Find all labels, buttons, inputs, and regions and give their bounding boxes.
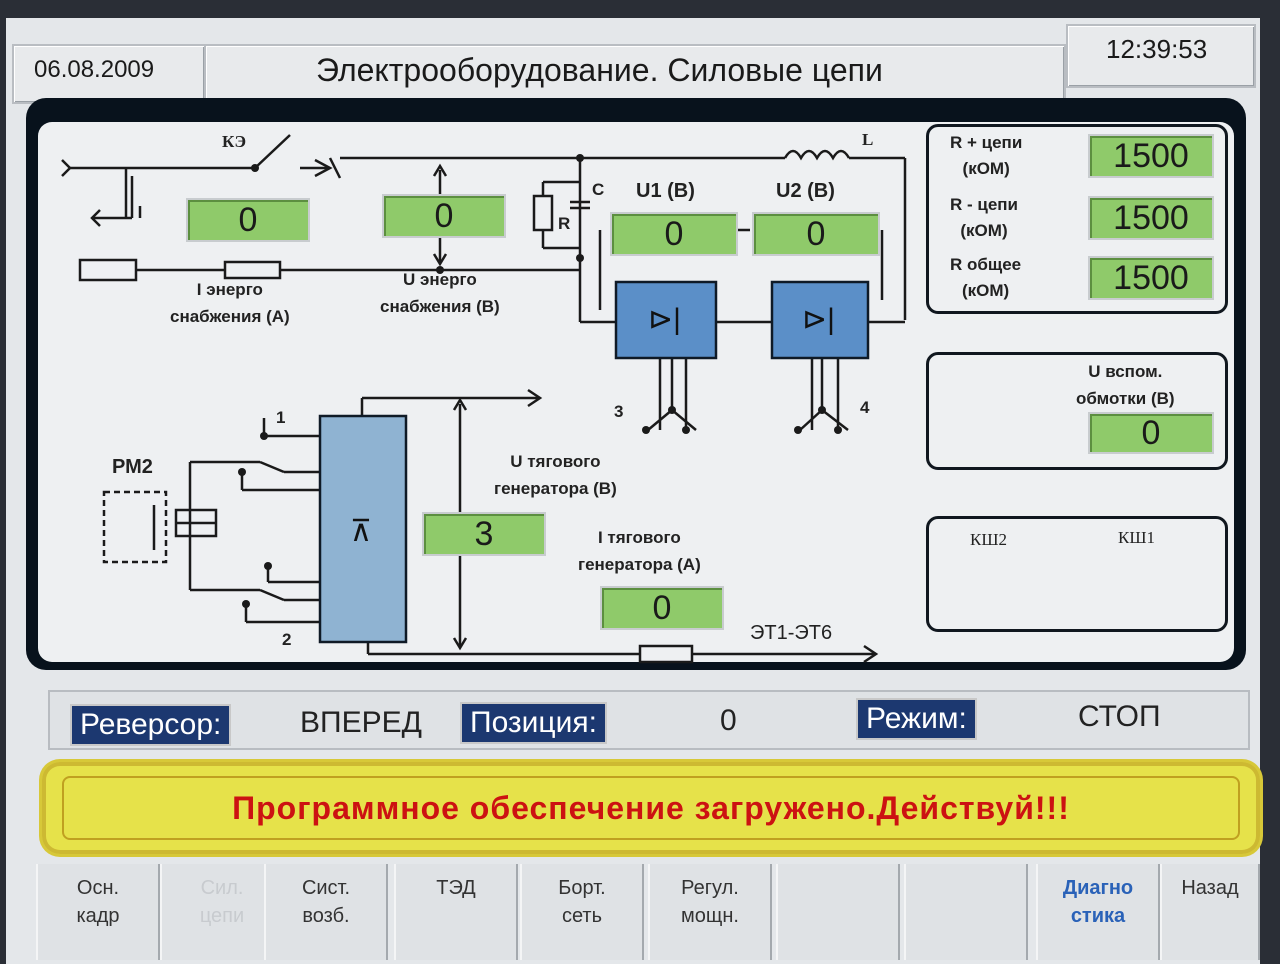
message-text: Программное обеспечение загружено.Действ… — [62, 776, 1240, 840]
nav-empty-1[interactable] — [776, 864, 900, 960]
status-bar — [48, 690, 1250, 750]
u-traction-label: U тягового генератора (В) — [494, 452, 617, 498]
r-total-value: 1500 — [1088, 256, 1214, 300]
i-supply-label: I энерго снабжения (А) — [170, 280, 290, 326]
rm2-label: РМ2 — [112, 456, 153, 478]
inductor-label: L — [862, 130, 874, 149]
ke-label: КЭ — [222, 132, 247, 151]
u-supply-label: U энерго снабжения (В) — [380, 270, 500, 316]
capacitor-label: C — [592, 180, 605, 199]
time-display: 12:39:53 — [1106, 34, 1208, 64]
u-traction-value: 3 — [422, 512, 546, 556]
page-title: Электрооборудование. Силовые цепи — [316, 52, 883, 88]
diode-icon: ⊳| — [802, 303, 835, 336]
u1-value: 0 — [610, 212, 738, 256]
r-minus-value: 1500 — [1088, 196, 1214, 240]
ksh2-label: КШ2 — [970, 530, 1007, 549]
u2-label: U2 (В) — [776, 180, 835, 202]
date-box — [12, 44, 206, 104]
position-value: 0 — [720, 704, 737, 737]
u1-label: U1 (В) — [636, 180, 695, 202]
r-total-label: R общее (кОМ) — [950, 255, 1022, 300]
reverser-label: Реверсор: — [70, 704, 232, 746]
nav-empty-2[interactable] — [904, 864, 1028, 960]
nav-main-frame[interactable]: Осн. кадр — [36, 864, 160, 960]
i-supply-value: 0 — [186, 198, 310, 242]
time-box — [1066, 24, 1256, 88]
diode-icon: ⊳| — [648, 303, 681, 336]
nav-power-regulation[interactable]: Регул. мощн. — [648, 864, 772, 960]
nav-power-circuits[interactable]: Сил. цепи — [160, 864, 284, 960]
u-supply-value: 0 — [382, 194, 506, 238]
node-4-label: 4 — [860, 398, 870, 417]
nav-excitation-system[interactable]: Сист. возб. — [264, 864, 388, 960]
nav-back[interactable]: Назад — [1160, 864, 1260, 960]
nav-ted[interactable]: ТЭД — [394, 864, 518, 960]
i-traction-label: I тягового генератора (А) — [578, 528, 701, 574]
r-plus-label: R + цепи (кОМ) — [950, 133, 1023, 178]
r-plus-value: 1500 — [1088, 134, 1214, 178]
r-minus-label: R - цепи (кОМ) — [950, 195, 1019, 240]
et-label: ЭТ1-ЭТ6 — [750, 622, 833, 644]
message-banner: Программное обеспечение загружено.Действ… — [42, 762, 1260, 854]
mode-value: СТОП — [1078, 700, 1161, 733]
node-2-label: 2 — [282, 630, 292, 649]
nav-onboard-network[interactable]: Борт. сеть — [520, 864, 644, 960]
title-box — [204, 44, 1066, 104]
node-1-label: 1 — [276, 408, 286, 427]
nav-diagnostics[interactable]: Диагно стика — [1036, 864, 1160, 960]
aux-winding-label: U вспом. обмотки (В) — [1076, 362, 1175, 408]
reverser-value: ВПЕРЕД — [300, 706, 422, 739]
i-traction-value: 0 — [600, 586, 724, 630]
aux-winding-value: 0 — [1088, 412, 1214, 454]
rectifier-icon: ⊼ — [350, 515, 372, 548]
resistor-label: R — [558, 214, 571, 233]
mode-label: Режим: — [856, 698, 977, 740]
position-label: Позиция: — [460, 702, 607, 744]
u2-value: 0 — [752, 212, 880, 256]
switch-panel — [926, 516, 1228, 632]
date-display: 06.08.2009 — [34, 56, 155, 83]
ksh1-label: КШ1 — [1118, 528, 1155, 547]
node-3-label: 3 — [614, 402, 624, 421]
